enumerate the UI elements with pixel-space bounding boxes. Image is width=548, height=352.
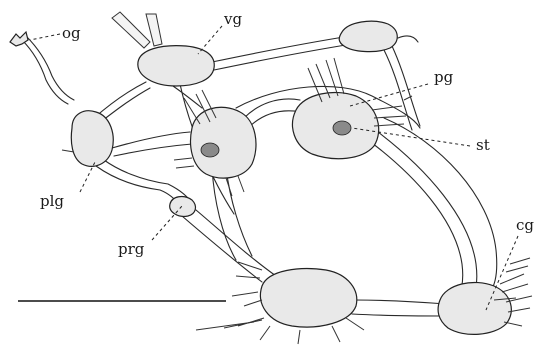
label-og: og: [62, 24, 81, 42]
visceral-ganglion: [138, 46, 214, 86]
visceral-root-left: [112, 12, 150, 48]
label-cg: cg: [516, 216, 534, 234]
label-st: st: [476, 136, 490, 154]
lower-ganglion: [260, 269, 356, 327]
pedal-ganglion-left: [191, 107, 256, 178]
cerebral-ganglion: [438, 282, 511, 334]
label-prg: prg: [118, 240, 145, 258]
pleural-ganglion: [71, 111, 113, 167]
pedal-right-ganglion: [170, 197, 196, 217]
label-plg: plg: [40, 192, 64, 210]
statocyst-left: [201, 143, 219, 157]
connectives: [22, 36, 497, 316]
statocyst: [333, 121, 351, 135]
label-vg: vg: [223, 10, 242, 28]
upper-right-ganglion: [339, 21, 397, 51]
label-pg: pg: [434, 68, 454, 86]
